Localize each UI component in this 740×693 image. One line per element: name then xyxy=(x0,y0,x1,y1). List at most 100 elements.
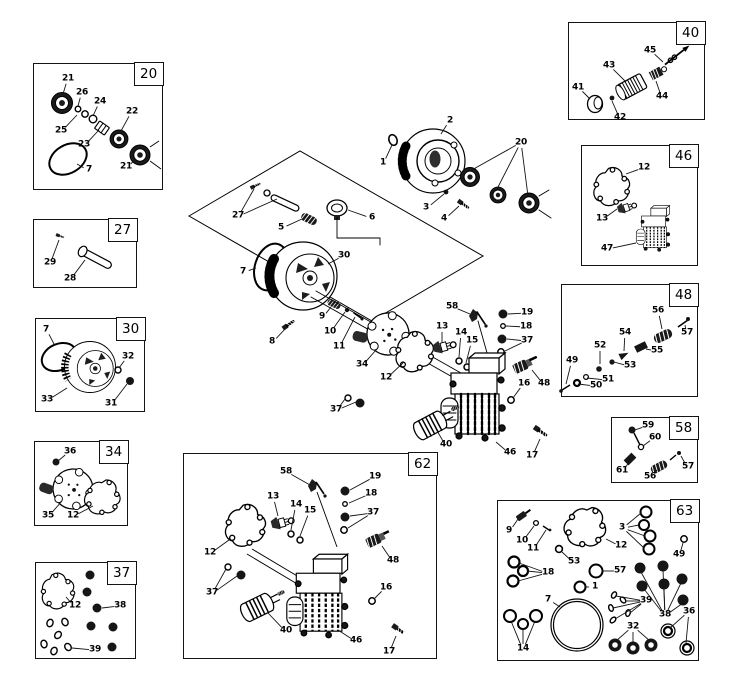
leader-line xyxy=(76,163,84,169)
leader-line xyxy=(51,500,63,513)
oring-14 xyxy=(455,357,463,365)
leader-line xyxy=(347,209,367,217)
leader-line xyxy=(685,616,689,644)
leader-line xyxy=(552,602,561,608)
leader-line xyxy=(524,620,536,645)
leader-line xyxy=(496,147,519,190)
leader-line xyxy=(510,620,522,645)
leader-line xyxy=(341,316,356,343)
valve-59-stem xyxy=(633,432,641,446)
cylinder-43 xyxy=(615,73,648,101)
leader-line xyxy=(120,116,130,132)
leader-line xyxy=(327,257,339,265)
connector-line xyxy=(336,216,381,246)
pin-11 xyxy=(353,312,362,319)
leader-line xyxy=(87,129,100,142)
leader-line xyxy=(78,505,94,515)
leader-line xyxy=(448,205,460,217)
seals-36 xyxy=(660,623,695,656)
leader-line xyxy=(625,169,639,175)
panel-20-art xyxy=(48,91,162,176)
leader-line xyxy=(605,538,616,545)
leader-line xyxy=(339,398,346,407)
leader-line xyxy=(507,312,522,315)
oring-7-panel63-inner xyxy=(552,600,602,650)
leader-line xyxy=(637,629,651,642)
oring-1 xyxy=(387,133,399,147)
rod-27c xyxy=(270,194,300,212)
leader-line xyxy=(286,218,303,227)
cone-54 xyxy=(618,352,629,361)
valve-58-line-panel62 xyxy=(316,491,338,548)
leader-line xyxy=(430,193,445,206)
leader-line xyxy=(669,602,684,613)
seat-53 xyxy=(609,359,615,365)
rod-28 xyxy=(77,245,112,269)
leader-line xyxy=(390,635,397,648)
pin-11-tip-panel63 xyxy=(548,528,552,532)
leader-line xyxy=(51,239,60,259)
leader-line xyxy=(64,114,78,128)
panel-48-art xyxy=(559,317,690,393)
leader-line xyxy=(274,501,279,517)
leader-line xyxy=(440,124,447,135)
leader-line xyxy=(495,441,506,451)
oring-37c-panel62 xyxy=(224,563,232,571)
leader-line xyxy=(214,539,230,551)
leader-line xyxy=(504,342,522,352)
leader-line xyxy=(373,591,382,600)
leader-line xyxy=(457,308,471,315)
pin-57-tip xyxy=(686,317,690,321)
leader-line xyxy=(680,455,686,464)
leader-line xyxy=(612,242,637,249)
leader-line xyxy=(505,325,521,328)
fitting-44 xyxy=(648,66,668,81)
panel-27-art xyxy=(54,232,112,269)
oring-16 xyxy=(507,396,515,404)
leader-line xyxy=(71,647,90,651)
pin-11-panel63 xyxy=(542,525,550,531)
plug-37-panel62 xyxy=(340,512,350,522)
leader-line xyxy=(613,69,627,83)
leader-line xyxy=(348,495,366,504)
leader-line xyxy=(325,306,332,314)
leader-line xyxy=(517,573,543,582)
cylinder-55 xyxy=(634,341,648,353)
plug-36 xyxy=(52,458,60,466)
leader-line xyxy=(435,428,444,441)
leader-line xyxy=(640,571,663,611)
oring-37-panel62 xyxy=(340,526,348,534)
oring-16-panel62 xyxy=(368,597,376,605)
ring-32 xyxy=(114,366,122,374)
plug-3 xyxy=(443,189,449,195)
leader-line xyxy=(243,198,278,215)
panel-30-art xyxy=(40,338,134,393)
pin-49 xyxy=(561,384,571,391)
leader-line xyxy=(216,575,238,591)
tick-lines xyxy=(149,140,162,170)
leader-line xyxy=(625,461,630,468)
leader-line xyxy=(525,525,535,538)
leader-line xyxy=(65,596,72,603)
leader-line xyxy=(291,473,311,486)
leader-line xyxy=(101,606,115,609)
leader-line xyxy=(92,106,98,117)
orings-39 xyxy=(40,617,72,656)
leader-line xyxy=(506,338,522,341)
leader-line xyxy=(654,53,664,63)
leader-line xyxy=(658,315,663,330)
leader-line xyxy=(290,509,296,531)
leader-line xyxy=(118,360,125,369)
ring-50 xyxy=(572,378,582,388)
leader-line xyxy=(390,361,405,376)
shaft-45 xyxy=(664,45,690,66)
leader-line xyxy=(577,383,591,386)
leader-line xyxy=(57,454,66,462)
ring-26 xyxy=(74,105,82,113)
leader-line xyxy=(77,97,81,107)
leader-line xyxy=(680,542,684,551)
leader-line xyxy=(612,601,641,609)
leader-line xyxy=(114,383,128,401)
leader-line xyxy=(385,144,393,159)
